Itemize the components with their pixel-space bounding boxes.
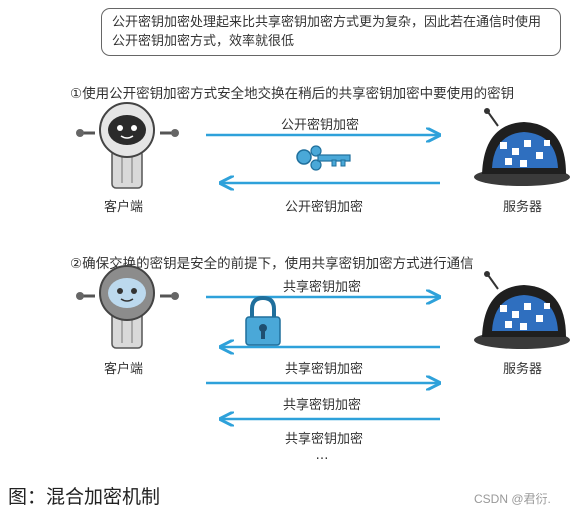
arrow-label: 共享密钥加密 [282, 398, 361, 413]
step1-title: ①使用公开密钥加密方式安全地交换在稍后的共享密钥加密中要使用的密钥 [70, 86, 515, 102]
intro-note: 公开密钥加密处理起来比共享密钥加密方式更为复杂，因此若在通信时使用公开密钥加密方… [101, 8, 561, 56]
client-label: 客户端 [104, 200, 144, 215]
client-robot-icon [76, 265, 179, 349]
key-icon [296, 145, 351, 171]
server-icon [474, 108, 570, 186]
arrow-label: 公开密钥加密 [280, 118, 359, 133]
server-label: 服务器 [503, 200, 543, 215]
server-icon [474, 271, 570, 349]
figure-caption: 图：混合加密机制 [8, 486, 161, 508]
client-label: 客户端 [104, 362, 144, 377]
intro-text: 公开密钥加密处理起来比共享密钥加密方式更为复杂，因此若在通信时使用公开密钥加密方… [112, 15, 542, 49]
arrow-label: 公开密钥加密 [284, 200, 363, 215]
server-label: 服务器 [503, 362, 543, 377]
step2-title: ②确保交换的密钥是安全的前提下，使用共享密钥加密方式进行通信 [70, 256, 474, 272]
arrow-label: 共享密钥加密 [284, 362, 363, 377]
watermark: CSDN @君衍. [474, 492, 551, 506]
ellipsis: … [315, 448, 329, 463]
arrow-label: 共享密钥加密 [284, 432, 363, 447]
client-robot-icon [76, 102, 179, 189]
lock-icon [245, 295, 281, 346]
arrow-label: 共享密钥加密 [282, 280, 361, 295]
